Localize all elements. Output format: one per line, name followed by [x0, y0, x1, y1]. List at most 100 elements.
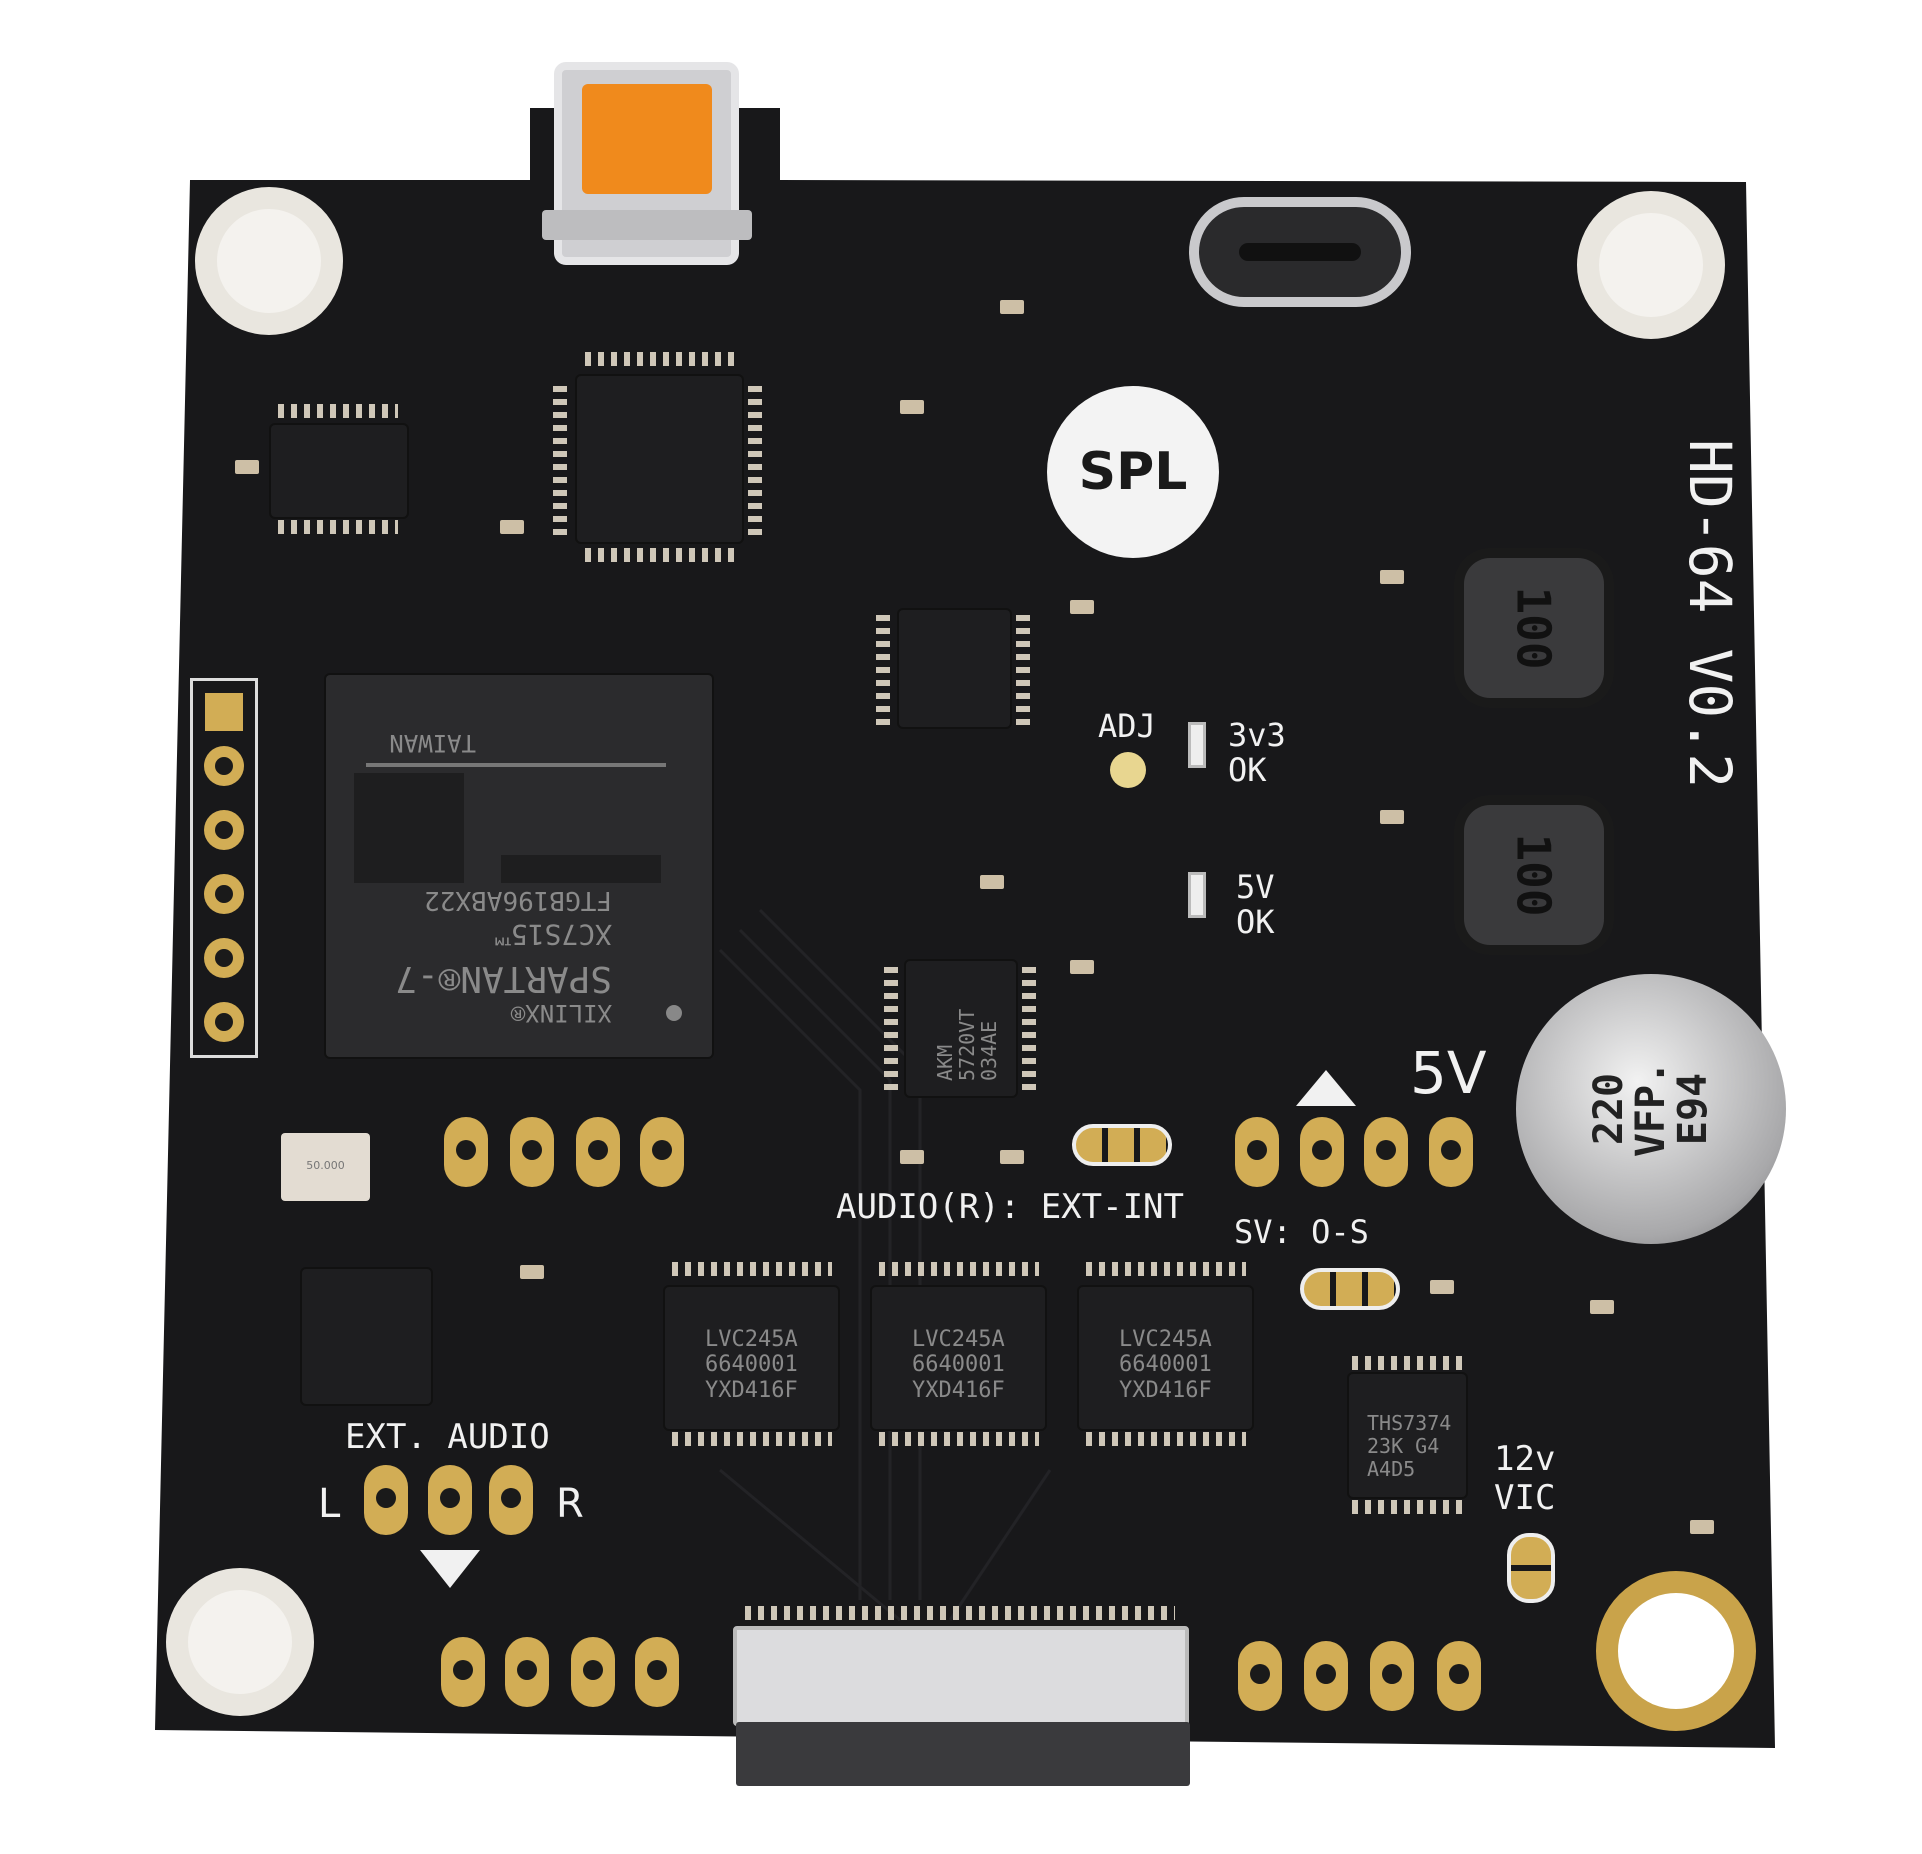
pcb-component [204, 746, 244, 786]
mounting-hole-bottom-right [1596, 1571, 1756, 1731]
label-left: L [318, 1481, 341, 1527]
fpga-text-code: FTGB196ABX22 [424, 885, 612, 915]
usb-c-connector[interactable] [1189, 197, 1411, 307]
codec-text-1: AKM [933, 1044, 957, 1081]
pcb-component [672, 1262, 832, 1276]
pcb-component: 100 [1507, 586, 1561, 670]
inductor-2: 100 [1464, 805, 1604, 945]
pcb-component [1000, 300, 1024, 314]
fpga-text-origin: TAIWAN [389, 729, 476, 757]
sv-jumper[interactable] [1300, 1268, 1400, 1310]
pcb-component [553, 385, 567, 535]
pcb-component: THS7374 [1367, 1411, 1452, 1435]
spl-logo: SPL [1047, 386, 1219, 558]
pcb-component [204, 810, 244, 850]
tssop-chip-middle [899, 610, 1010, 727]
pcb-component [876, 615, 890, 725]
codec-text-2: 5720VT [955, 1008, 979, 1081]
pcb-component [354, 773, 464, 883]
ffc-latch[interactable] [736, 1722, 1190, 1786]
pcb-component [520, 1265, 544, 1279]
capacitor-value: 220 [1585, 1072, 1632, 1146]
ext-audio-arrow [420, 1550, 480, 1588]
pcb-component [1352, 1356, 1462, 1370]
qfp-microcontroller [577, 376, 742, 542]
led-3v3 [1188, 722, 1206, 768]
vic-jumper[interactable] [1507, 1533, 1555, 1603]
led-5v [1188, 872, 1206, 918]
pcb-component [441, 1637, 485, 1707]
mounting-hole-top-right [1577, 191, 1725, 339]
fpga-text-spartan: SPARTAN®-7 [395, 958, 612, 999]
pcb-component: A4D5 [1367, 1457, 1416, 1481]
audio-jumper[interactable] [1072, 1124, 1172, 1166]
pcb-component [1000, 1150, 1024, 1164]
pcb-component [1430, 1280, 1454, 1294]
pcb-component: 6640001 [912, 1352, 1005, 1378]
pcb-component [1304, 1641, 1348, 1711]
pcb-component [900, 400, 924, 414]
pcb-component: LVC245A [1119, 1327, 1212, 1352]
pcb-component: 220 VFP. E94 [1585, 1060, 1716, 1158]
label-5v-ok: 5V OK [1236, 868, 1275, 942]
pcb-component [879, 1432, 1039, 1446]
pcb-component [1380, 810, 1404, 824]
pcb-component [1238, 1641, 1282, 1711]
pcb-component [235, 460, 259, 474]
fpga-pin1-dot [666, 1005, 682, 1021]
mounting-hole-bottom-left [166, 1568, 314, 1716]
crystal-oscillator: 50.000 [281, 1133, 370, 1201]
jtag-header[interactable] [190, 678, 258, 1058]
pcb-component [1437, 1641, 1481, 1711]
pcb-component [980, 875, 1004, 889]
pcb-component [1300, 1117, 1344, 1187]
crystal-frequency: 50.000 [306, 1159, 345, 1172]
pcb-component [948, 1469, 1052, 1621]
mounting-hole-top-left [195, 187, 343, 335]
pcb-component [1429, 1117, 1473, 1187]
pcb-component [900, 1150, 924, 1164]
pcb-component: 6640001 [705, 1352, 798, 1378]
pcb-component [879, 1262, 1039, 1276]
pcb-component [748, 385, 762, 535]
pcb-component [204, 938, 244, 978]
pcb-component: YXD416F [1119, 1377, 1212, 1403]
fpga-text-xilinx: XILINX® [510, 999, 612, 1027]
pcb-component: 100 [1507, 833, 1561, 917]
pcb-component: LVC245A [912, 1327, 1005, 1352]
header-pin-square [205, 693, 243, 731]
pcb-component [1016, 615, 1030, 725]
mini-usb-connector[interactable] [542, 62, 752, 265]
pcb-component: XILINX® SPARTAN®-7 XC7S15™ FTGB196ABX22 … [326, 675, 712, 1057]
label-sv: SV: O-S [1234, 1213, 1369, 1251]
fpga-text-part: XC7S15™ [493, 918, 612, 951]
capacitor-series: VFP. [1627, 1060, 1674, 1158]
audio-codec-chip: AKM 5720VT 034AE [906, 961, 1016, 1096]
fpga-chip: XILINX® SPARTAN®-7 XC7S15™ FTGB196ABX22 … [326, 675, 712, 1057]
pcb-component [1690, 1520, 1714, 1534]
pcb-component [204, 1002, 244, 1042]
pcb-component [1086, 1262, 1246, 1276]
pcb-component [585, 352, 735, 366]
pcb-component [745, 1606, 1175, 1620]
pcb-component [1086, 1432, 1246, 1446]
pcb-component [204, 874, 244, 914]
pcb-component [278, 520, 398, 534]
pcb-component [366, 763, 666, 767]
pcb-component [1590, 1300, 1614, 1314]
pcb-component: 6640001 [1119, 1352, 1212, 1378]
pcb-component [510, 1117, 554, 1187]
label-5v: 5V [1410, 1039, 1487, 1107]
ffc-connector[interactable] [733, 1626, 1189, 1726]
pcb-component [1352, 1500, 1462, 1514]
pcb-component [505, 1637, 549, 1707]
spl-logo-text: SPL [1078, 442, 1188, 502]
pcb-component: YXD416F [705, 1377, 798, 1403]
usb-c-tongue [1239, 243, 1361, 261]
label-12v-vic: 12v VIC [1494, 1439, 1556, 1519]
pcb-component [576, 1117, 620, 1187]
pcb-component [1364, 1117, 1408, 1187]
soic-chip-bottom-left [302, 1269, 431, 1404]
